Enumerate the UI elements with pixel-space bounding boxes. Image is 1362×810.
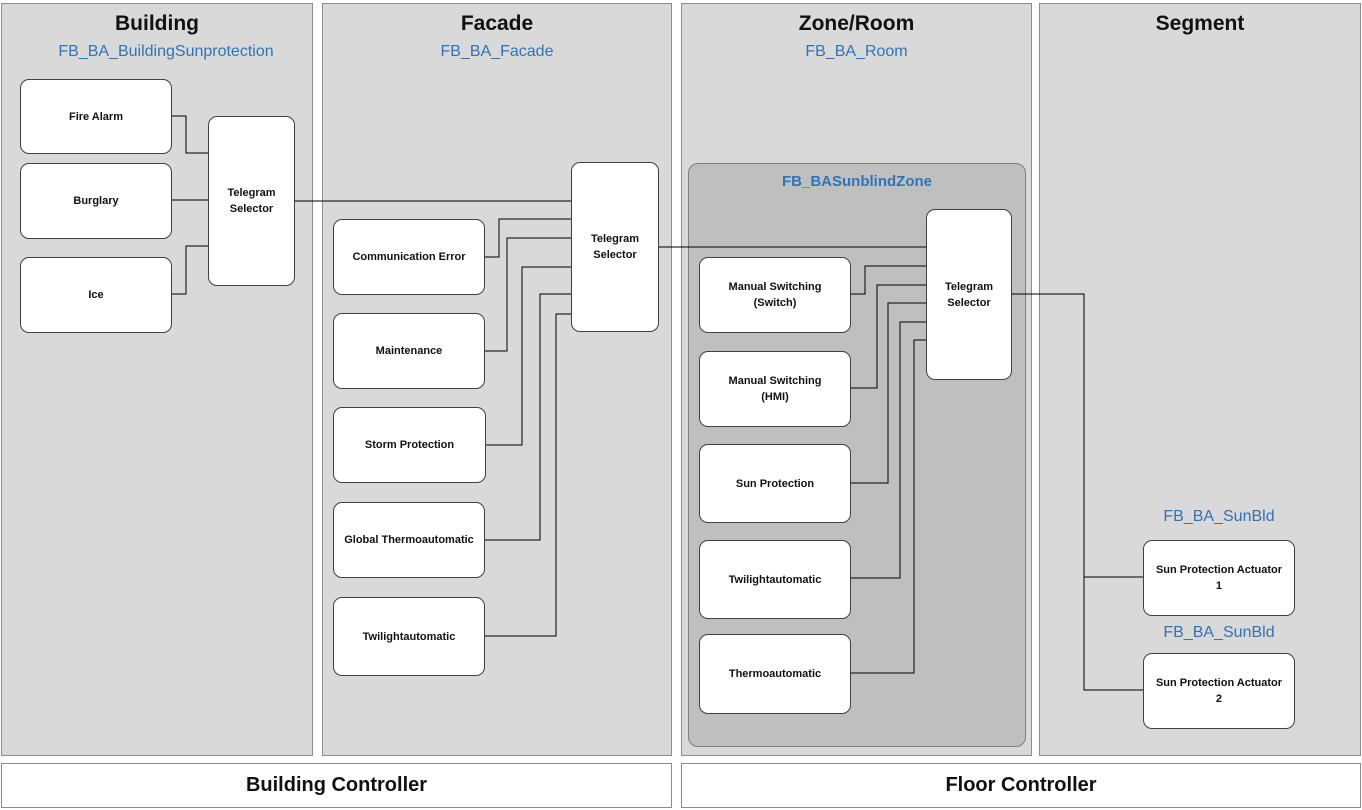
- fb-facade-label: FB_BA_Facade: [440, 43, 554, 60]
- thermoautomatic-box: Thermoautomatic: [699, 634, 851, 714]
- fb-sunbld-label-1: FB_BA_SunBld: [1163, 508, 1275, 525]
- segment-column: Segment: [1039, 3, 1361, 756]
- ice-box: Ice: [20, 257, 172, 333]
- facade-twilightautomatic-box: Twilightautomatic: [333, 597, 485, 676]
- wire-facade-twilightautomatic: [484, 313, 572, 637]
- wire-storm-protection: [486, 266, 572, 446]
- fb-building-label: FB_BA_BuildingSunprotection: [58, 43, 274, 60]
- wire-to-actuator-2: [1083, 577, 1143, 691]
- wire-manual-switch: [850, 265, 927, 295]
- zone-room-title: Zone/Room: [798, 12, 915, 35]
- fire-alarm-box: Fire Alarm: [20, 79, 172, 154]
- sun-protection-actuator-1: Sun Protection Actuator 1: [1143, 540, 1295, 616]
- wire-maintenance: [484, 237, 572, 352]
- sun-protection-box: Sun Protection: [699, 444, 851, 523]
- wire-zone-twilightautomatic: [850, 321, 927, 579]
- wire-global-thermoautomatic: [484, 293, 572, 541]
- fb-room-label: FB_BA_Room: [805, 43, 908, 60]
- burglary-box: Burglary: [20, 163, 172, 239]
- global-thermoautomatic-box: Global Thermoautomatic: [333, 502, 485, 578]
- wire-to-actuator-1: [1011, 293, 1143, 578]
- zone-twilightautomatic-box: Twilightautomatic: [699, 540, 851, 619]
- building-title: Building: [115, 12, 199, 35]
- segment-title: Segment: [1155, 12, 1245, 35]
- wire-fire-alarm: [171, 115, 209, 154]
- building-controller-bar: Building Controller: [1, 763, 672, 808]
- maintenance-box: Maintenance: [333, 313, 485, 389]
- storm-protection-box: Storm Protection: [333, 407, 486, 483]
- wire-manual-hmi: [850, 284, 927, 389]
- zone-telegram-selector: Telegram Selector: [926, 209, 1012, 380]
- wire-sun-protection: [850, 302, 927, 484]
- sun-protection-actuator-2: Sun Protection Actuator 2: [1143, 653, 1295, 729]
- facade-title: Facade: [460, 12, 534, 35]
- wire-communication-error: [484, 218, 572, 258]
- manual-switching-switch-box: Manual Switching (Switch): [699, 257, 851, 333]
- communication-error-box: Communication Error: [333, 219, 485, 295]
- wire-ice: [171, 245, 209, 295]
- fb-sunbld-label-2: FB_BA_SunBld: [1163, 624, 1275, 641]
- manual-switching-hmi-box: Manual Switching (HMI): [699, 351, 851, 427]
- building-telegram-selector: Telegram Selector: [208, 116, 295, 286]
- sunblind-zone-title: FB_BASunblindZone: [782, 173, 932, 190]
- floor-controller-bar: Floor Controller: [681, 763, 1361, 808]
- facade-telegram-selector: Telegram Selector: [571, 162, 659, 332]
- wire-thermoautomatic: [850, 339, 927, 674]
